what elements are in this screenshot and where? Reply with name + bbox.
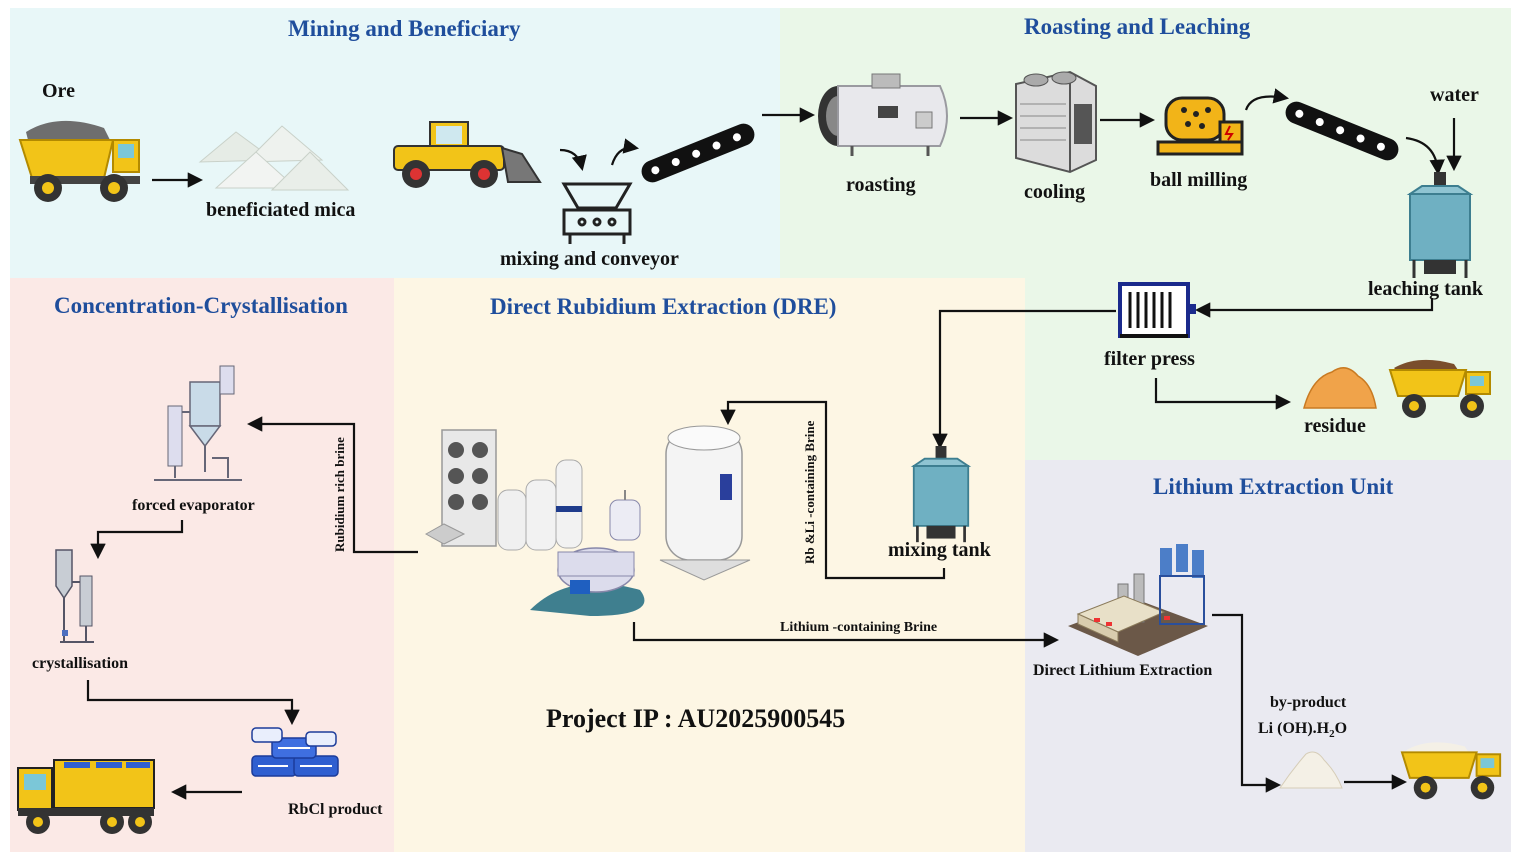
tank-icon bbox=[910, 446, 972, 543]
leaching-tank-label: leaching tank bbox=[1368, 278, 1484, 300]
lithium-brine-label: Lithium -containing Brine bbox=[780, 620, 938, 635]
dump-truck-icon bbox=[1400, 742, 1502, 800]
conveyor-icon bbox=[1285, 101, 1399, 161]
ore-label: Ore bbox=[42, 80, 75, 102]
water-label: water bbox=[1430, 84, 1479, 106]
dump-truck-icon bbox=[18, 120, 140, 202]
roasting-title: Roasting and Leaching bbox=[1024, 14, 1251, 39]
rb-li-brine-label: Rb &Li -containing Brine bbox=[802, 420, 817, 564]
lioh-formula-main: Li (OH).H bbox=[1258, 720, 1330, 737]
tank-icon bbox=[1406, 172, 1474, 278]
residue-label: residue bbox=[1304, 415, 1366, 437]
mixing-tank-label: mixing tank bbox=[888, 539, 991, 561]
lithium-pile-icon bbox=[1279, 751, 1343, 789]
arrow-conveyor-to-tank bbox=[1405, 136, 1445, 176]
dump-truck-icon bbox=[1388, 359, 1491, 418]
conveyor-icon bbox=[641, 123, 755, 183]
dre-title: Direct Rubidium Extraction (DRE) bbox=[490, 294, 837, 319]
arrow-dre-to-evaporator bbox=[246, 416, 418, 554]
mixing-conveyor-label: mixing and conveyor bbox=[500, 248, 679, 270]
dump-truck-icon bbox=[17, 759, 155, 834]
ball-milling-label: ball milling bbox=[1150, 169, 1248, 191]
plant-icon bbox=[424, 425, 751, 616]
arrow-dre-to-lithium bbox=[632, 622, 1060, 648]
arrow-filter-to-mixing bbox=[932, 309, 1116, 450]
forced-evaporator-label: forced evaporator bbox=[132, 497, 255, 514]
arrow-crystallizer-to-bags bbox=[86, 680, 300, 726]
crystallizer-icon bbox=[55, 549, 94, 643]
arrow-filter-to-residue bbox=[1154, 378, 1292, 410]
roasting-label: roasting bbox=[846, 174, 916, 196]
crystallisation-label: crystallisation bbox=[32, 655, 128, 672]
arrow-evaporator-to-crystallizer bbox=[90, 520, 184, 560]
cooling-label: cooling bbox=[1024, 181, 1086, 203]
cooler-icon bbox=[1015, 70, 1097, 174]
arrow-tank-to-filter bbox=[1194, 298, 1434, 318]
arrow-hopper-to-conveyor bbox=[610, 138, 640, 166]
loader-icon bbox=[393, 121, 542, 188]
lioh-formula-subscript: 2 bbox=[1329, 728, 1335, 741]
mica-pile-icon bbox=[198, 125, 350, 191]
kiln-icon bbox=[818, 73, 948, 156]
beneficiated-mica-label: beneficiated mica bbox=[206, 199, 356, 221]
project-ip: Project IP : AU2025900545 bbox=[546, 704, 846, 733]
arrow-loader-to-hopper bbox=[559, 148, 587, 172]
by-product-label: by-product bbox=[1270, 694, 1347, 711]
bag-stack-icon bbox=[251, 727, 339, 777]
filter-press-label: filter press bbox=[1104, 348, 1195, 370]
rbcl-product-label: RbCl product bbox=[288, 801, 383, 818]
ball-mill-icon bbox=[1156, 96, 1244, 156]
rubidium-rich-brine-label: Rubidium rich brine bbox=[332, 437, 347, 552]
lioh-formula-end: O bbox=[1334, 720, 1348, 737]
evaporator-icon bbox=[154, 365, 242, 481]
arrow-lithium-to-byproduct bbox=[1212, 613, 1282, 793]
hopper-icon bbox=[561, 182, 633, 244]
filter-press-icon bbox=[1118, 282, 1196, 338]
direct-lithium-extraction-label: Direct Lithium Extraction bbox=[1033, 662, 1213, 679]
lithium-title: Lithium Extraction Unit bbox=[1153, 474, 1394, 499]
residue-pile-icon bbox=[1303, 367, 1377, 409]
arrow-mixing-to-dre bbox=[720, 400, 946, 580]
lioh-formula: Li (OH).H2O bbox=[1258, 720, 1347, 740]
arrow-milling-to-conveyor bbox=[1244, 88, 1290, 111]
concentration-title: Concentration-Crystallisation bbox=[54, 293, 348, 318]
mining-title: Mining and Beneficiary bbox=[288, 16, 521, 41]
factory-icon bbox=[1068, 544, 1208, 656]
